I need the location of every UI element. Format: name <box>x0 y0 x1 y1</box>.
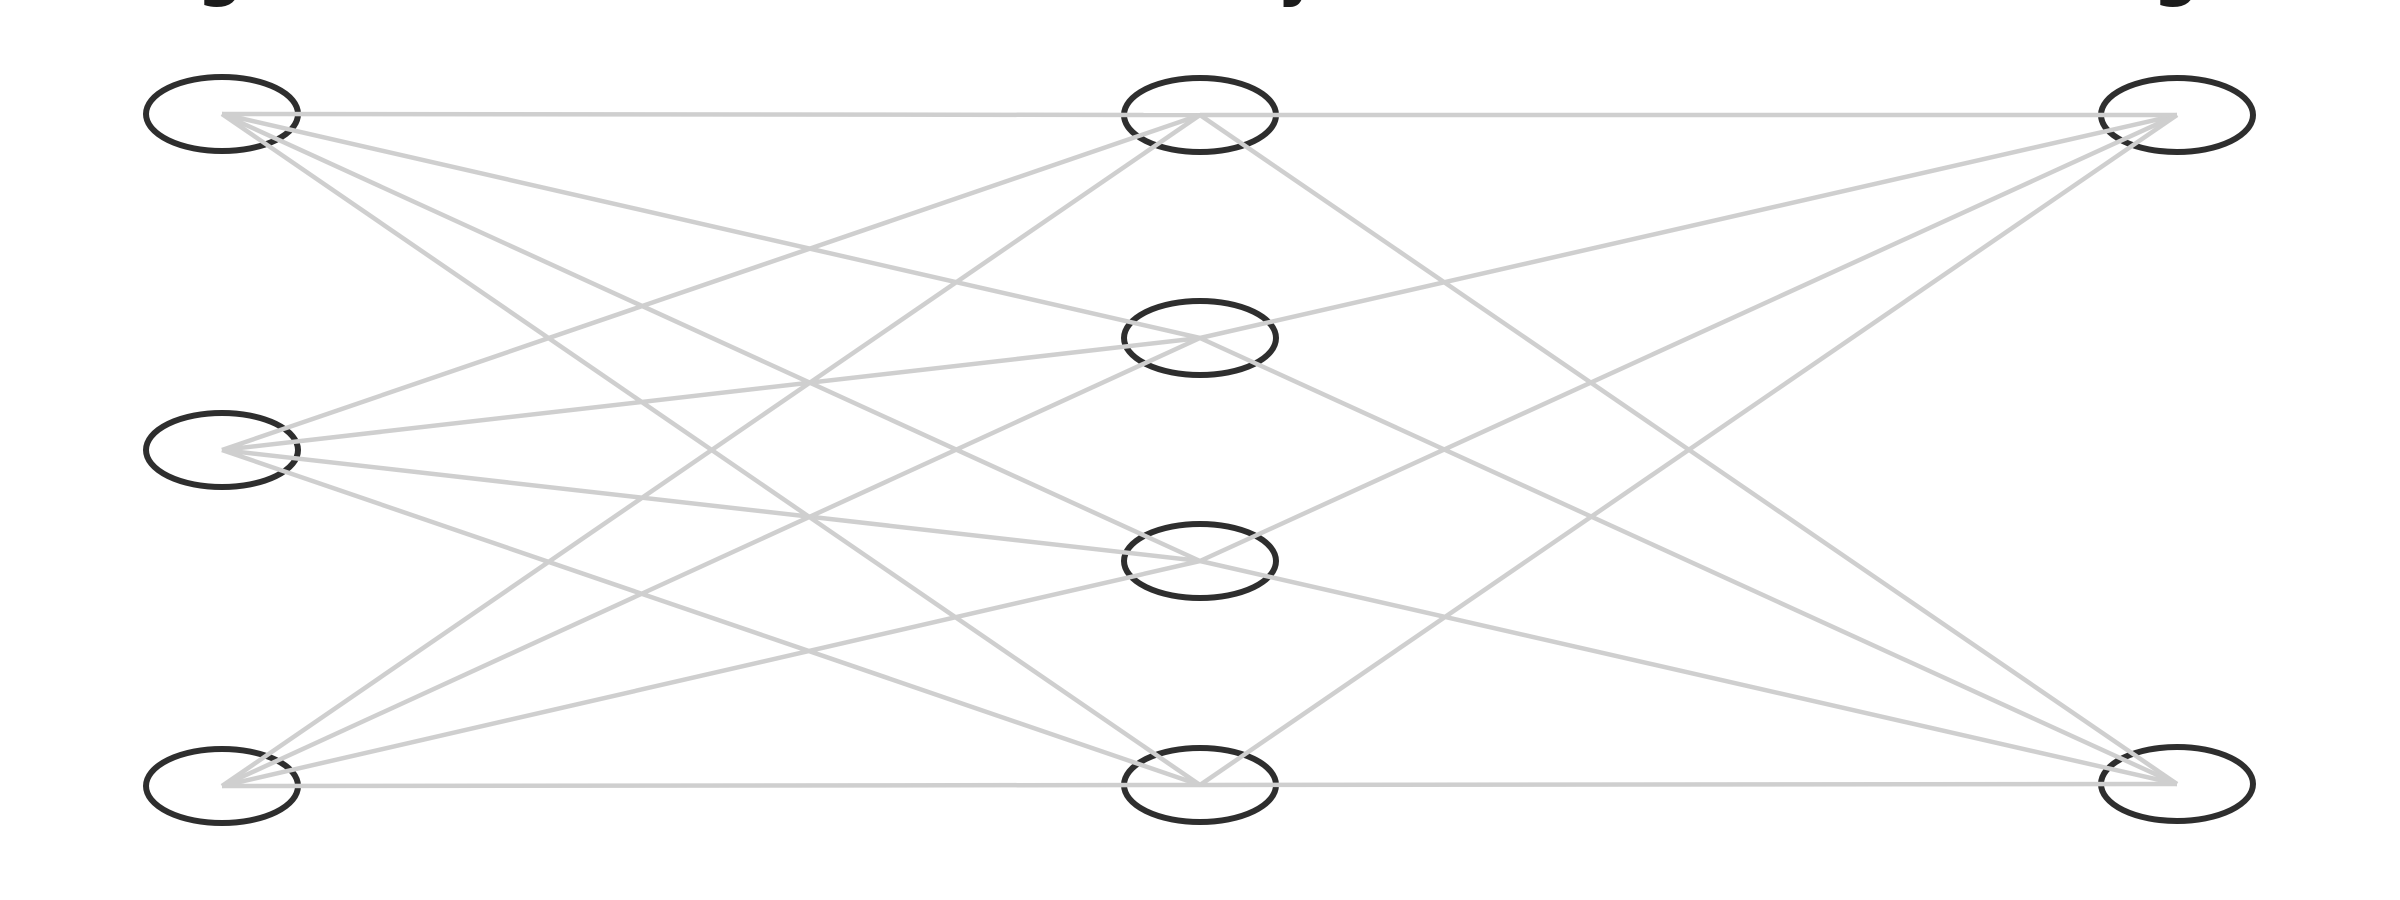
edges-group <box>220 111 2179 789</box>
clipped-title-descender-2: g <box>2153 0 2199 4</box>
clipped-title-descender-1: y <box>1277 0 1319 4</box>
edge-input-layer-0-to-hidden-layer-2 <box>221 111 1201 564</box>
edge-input-layer-1-to-hidden-layer-1 <box>221 335 1201 453</box>
edge-hidden-layer-2-to-output-layer-0 <box>1199 112 2178 564</box>
edge-input-layer-0-to-hidden-layer-1 <box>221 111 1201 341</box>
edge-input-layer-2-to-hidden-layer-2 <box>221 558 1201 789</box>
edge-input-layer-1-to-hidden-layer-3 <box>221 447 1201 788</box>
edge-input-layer-1-to-hidden-layer-2 <box>221 447 1201 564</box>
nodes-group <box>143 74 2256 826</box>
edge-hidden-layer-2-to-output-layer-1 <box>1199 558 2178 787</box>
edge-hidden-layer-1-to-output-layer-1 <box>1199 335 2178 787</box>
edge-hidden-layer-1-to-output-layer-0 <box>1199 112 2178 341</box>
clipped-title-descender-0: g <box>197 0 243 4</box>
edge-hidden-layer-3-to-output-layer-1 <box>1199 781 2178 788</box>
edge-hidden-layer-3-to-output-layer-0 <box>1198 113 2179 787</box>
edge-input-layer-2-to-hidden-layer-3 <box>221 782 1201 789</box>
edge-input-layer-1-to-hidden-layer-0 <box>221 112 1201 453</box>
edge-input-layer-0-to-hidden-layer-0 <box>221 111 1201 118</box>
edge-input-layer-2-to-hidden-layer-1 <box>221 335 1201 789</box>
edge-input-layer-2-to-hidden-layer-0 <box>220 113 1202 788</box>
